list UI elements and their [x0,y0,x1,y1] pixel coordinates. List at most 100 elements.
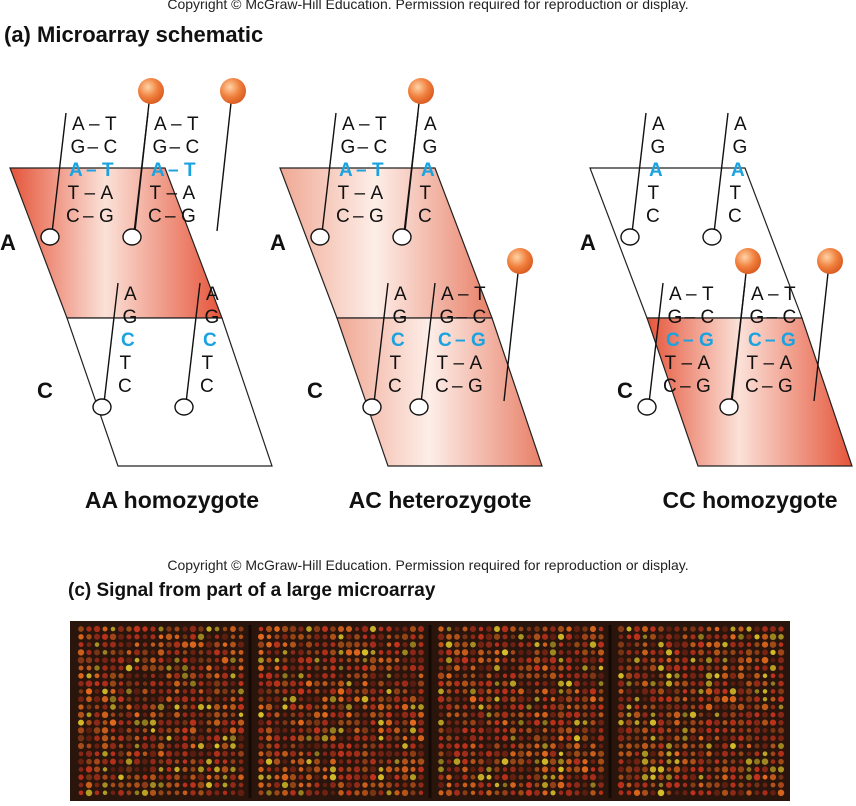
array-spot [722,735,728,741]
array-spot [290,657,296,663]
probe-base: A [669,284,682,305]
base-pair-bond: – [358,137,369,158]
array-spot [322,657,328,663]
array-spot [706,641,712,648]
array-spot [110,712,116,718]
array-spot [714,634,720,640]
array-spot [214,774,220,780]
array-spot [566,758,572,765]
array-spot [446,633,452,640]
array-spot [777,657,785,664]
array-spot [78,680,84,687]
array-spot [634,681,640,687]
array-spot [330,626,336,632]
array-spot [289,750,297,757]
array-spot [666,759,672,765]
array-spot [634,704,640,710]
array-spot [338,657,344,663]
array-spot [617,625,625,633]
array-spot [445,649,453,656]
array-spot [566,657,572,664]
array-spot [189,641,197,648]
array-spot [573,781,581,789]
array-spot [649,664,657,672]
array-spot [354,641,360,648]
array-spot [346,712,352,718]
base-pair-bond: – [171,114,182,135]
array-spot [478,766,484,773]
array-spot [189,727,197,734]
array-spot [370,711,376,718]
array-spot [346,735,352,741]
array-spot [329,750,337,757]
array-spot [470,665,476,671]
array-spot [258,649,264,655]
array-spot [206,704,212,710]
array-spot [298,642,304,647]
array-spot [118,735,124,742]
array-spot [690,743,696,749]
array-spot [454,680,460,687]
array-spot [190,688,196,695]
array-spot [198,650,204,655]
array-spot [745,649,753,656]
array-spot [206,634,212,640]
array-spot [273,735,281,742]
array-spot [574,649,580,655]
array-spot [409,774,417,781]
array-spot [618,634,624,640]
snp-base: A [421,160,435,181]
array-spot [257,688,265,695]
array-spot [526,626,532,632]
probe-base: C [66,206,80,227]
array-spot [174,727,180,734]
array-spot [142,642,148,647]
row-label-C: C [37,378,53,403]
array-spot [222,735,228,741]
array-spot [289,781,297,789]
array-spot [525,664,533,672]
array-spot [149,719,157,726]
array-spot [134,665,140,671]
array-spot [438,704,444,710]
array-spot [158,689,164,694]
array-spot [222,665,228,671]
array-spot [558,673,564,679]
array-spot [142,626,148,632]
array-spot [230,641,236,648]
array-spot [230,751,236,757]
array-spot [230,712,236,718]
array-spot [486,650,492,655]
array-spot [394,751,400,757]
array-spot [258,774,264,780]
array-spot [362,735,368,742]
array-spot [197,773,205,781]
array-spot [94,657,100,663]
array-spot [510,766,516,773]
array-spot [682,758,688,765]
array-spot [354,719,360,726]
array-spot [533,734,541,742]
array-spot [574,696,580,702]
array-spot [158,735,164,741]
array-spot [674,774,680,780]
array-spot [534,681,540,686]
array-spot [565,742,573,750]
array-spot [166,727,172,734]
array-spot [401,774,409,781]
array-spot [746,719,752,726]
array-spot [142,657,148,664]
array-spot [305,656,313,664]
array-spot [214,696,220,702]
array-spot [205,688,213,695]
array-spot [402,719,408,726]
array-spot [362,766,368,773]
array-spot [126,790,132,796]
snp-base: C [438,330,452,351]
array-spot [378,680,384,687]
array-spot [485,633,493,641]
array-spot [698,633,704,640]
array-spot [746,790,752,796]
array-spot [142,751,148,757]
array-spot [337,680,345,687]
